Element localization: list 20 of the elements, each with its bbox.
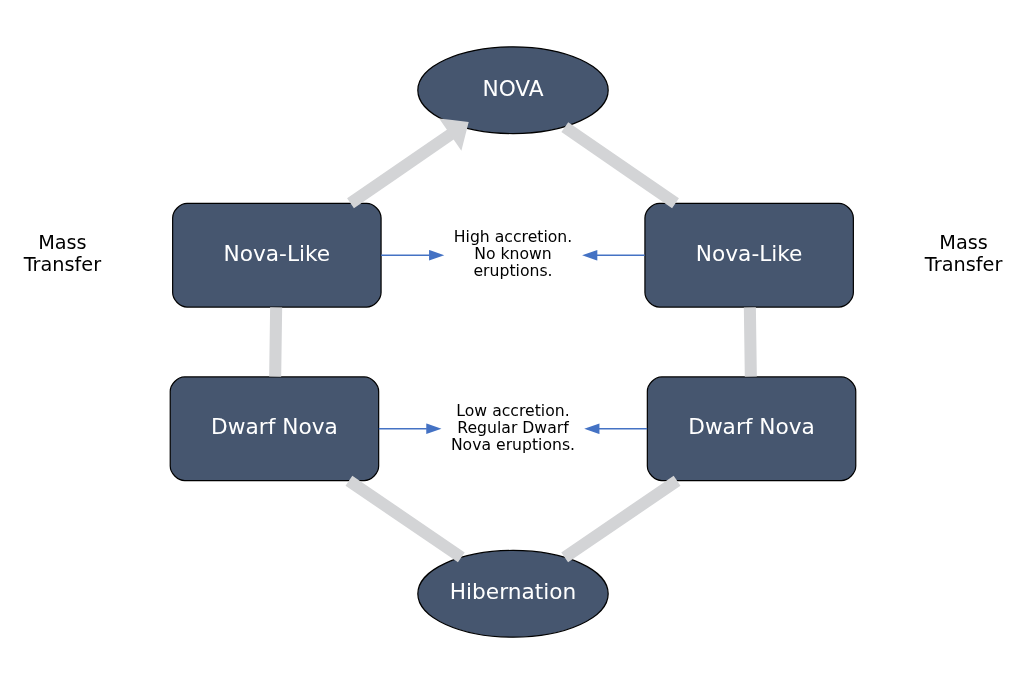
- connector: [269, 307, 283, 377]
- connector: [345, 475, 465, 563]
- arrow: [347, 118, 469, 209]
- node-text: Low accretion. Regular Dwarf Nova eruptions.: [450, 400, 576, 454]
- node-box: Nova-Like: [172, 202, 382, 308]
- label: Mass Transfer: [924, 230, 1003, 276]
- label: Mass Transfer: [23, 230, 102, 276]
- node-box: Dwarf Nova: [169, 376, 380, 482]
- connector: [561, 122, 679, 209]
- arrow: [378, 423, 442, 435]
- node-box: Dwarf Nova: [646, 376, 857, 482]
- connector: [561, 475, 681, 563]
- node-box: Nova-Like: [644, 202, 854, 308]
- arrow: [380, 249, 445, 261]
- connector: [743, 307, 757, 377]
- node-text: High accretion. No known eruptions.: [453, 227, 573, 281]
- arrow: [582, 249, 646, 261]
- arrow: [584, 423, 648, 435]
- node-ellipse: NOVA: [417, 46, 609, 135]
- node-ellipse: Hibernation: [417, 549, 609, 638]
